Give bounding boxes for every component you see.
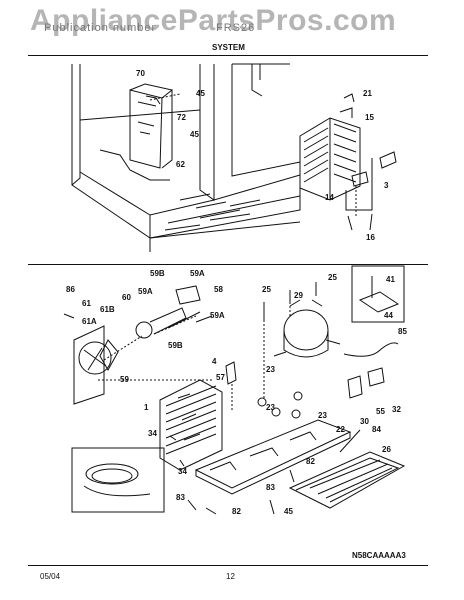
drain-pan bbox=[288, 429, 406, 509]
callout-labels: 70 45 72 45 62 21 15 14 3 16 86 61 61B 6… bbox=[66, 69, 407, 516]
defrost-heater bbox=[343, 93, 397, 231]
callout: 25 bbox=[328, 273, 337, 282]
compressor bbox=[273, 299, 341, 358]
bracket-inset bbox=[351, 265, 405, 323]
callout: 61A bbox=[82, 317, 97, 326]
callout: 62 bbox=[176, 160, 185, 169]
callout: 61B bbox=[100, 305, 115, 314]
power-cord-box bbox=[71, 447, 165, 513]
bottom-rule bbox=[28, 565, 428, 566]
callout: 22 bbox=[336, 425, 345, 434]
watermark: AppliancePartsPros.com bbox=[30, 4, 397, 37]
callout: 16 bbox=[366, 233, 375, 242]
footer-page-number: 12 bbox=[226, 572, 235, 581]
diagram-code: N58CAAAAA3 bbox=[352, 551, 406, 560]
callout: 23 bbox=[266, 403, 275, 412]
callout: 4 bbox=[212, 357, 217, 366]
callout: 25 bbox=[262, 285, 271, 294]
middle-rule bbox=[28, 264, 428, 265]
footer-date: 05/04 bbox=[40, 572, 61, 581]
callout: 21 bbox=[363, 89, 372, 98]
callout: 83 bbox=[176, 493, 185, 502]
callout: 58 bbox=[214, 285, 223, 294]
callout: 34 bbox=[148, 429, 157, 438]
fasteners bbox=[169, 282, 317, 515]
callout: 23 bbox=[266, 365, 275, 374]
callout: 30 bbox=[360, 417, 369, 426]
leader-lines bbox=[98, 93, 357, 410]
callout: 59 bbox=[120, 375, 129, 384]
callout: 82 bbox=[232, 507, 241, 516]
callout: 59B bbox=[168, 341, 183, 350]
callout: 86 bbox=[66, 285, 75, 294]
callout: 23 bbox=[318, 411, 327, 420]
header-publication: Publication number bbox=[44, 22, 157, 34]
callout: 83 bbox=[266, 483, 275, 492]
callout: 60 bbox=[122, 293, 131, 302]
callout: 15 bbox=[365, 113, 374, 122]
callout: 14 bbox=[325, 193, 334, 202]
callout: 29 bbox=[294, 291, 303, 300]
top-rule bbox=[28, 55, 428, 56]
callout: 32 bbox=[392, 405, 401, 414]
callout: 57 bbox=[216, 373, 225, 382]
callout: 85 bbox=[398, 327, 407, 336]
callout: 59B bbox=[150, 269, 165, 278]
callout: 45 bbox=[196, 89, 205, 98]
callout: 3 bbox=[384, 181, 389, 190]
callout: 82 bbox=[306, 457, 315, 466]
section-title: SYSTEM bbox=[212, 43, 245, 52]
base-plate bbox=[194, 391, 352, 495]
cabinet-outline bbox=[71, 63, 301, 252]
callout: 1 bbox=[144, 403, 149, 412]
evaporator-coil bbox=[299, 107, 361, 201]
callout: 84 bbox=[372, 425, 381, 434]
callout: 45 bbox=[284, 507, 293, 516]
callout: 61 bbox=[82, 299, 91, 308]
callout: 41 bbox=[386, 275, 395, 284]
relay-overload bbox=[343, 342, 399, 399]
callout: 55 bbox=[376, 407, 385, 416]
header-model: FRS26 bbox=[216, 22, 256, 34]
callout: 59A bbox=[210, 311, 225, 320]
callout: 59A bbox=[138, 287, 153, 296]
condenser-coil bbox=[159, 379, 223, 471]
callout: 70 bbox=[136, 69, 145, 78]
callout: 72 bbox=[177, 113, 186, 122]
callout: 59A bbox=[190, 269, 205, 278]
evaporator-cover bbox=[129, 83, 174, 169]
callout: 26 bbox=[382, 445, 391, 454]
callout: 45 bbox=[190, 130, 199, 139]
condenser-fan-assembly bbox=[63, 285, 213, 405]
callout: 34 bbox=[178, 467, 187, 476]
callout: 44 bbox=[384, 311, 393, 320]
